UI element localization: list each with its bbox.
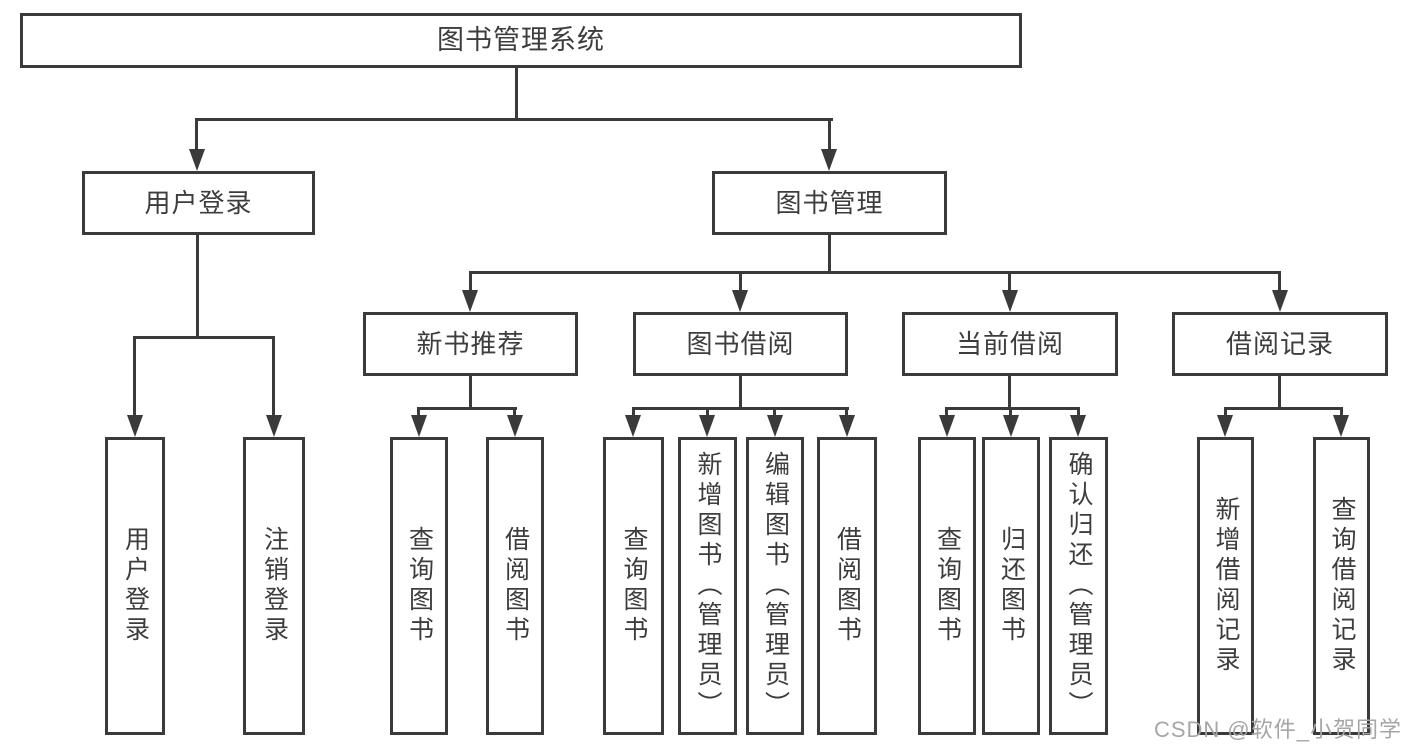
- leaf-br-add-borrow-record: 新增借阅记录: [1197, 437, 1254, 735]
- leaf-bb-edit-book-admin: 编辑图书（管理员）: [746, 437, 804, 735]
- leaf-nbr-borrow-books: 借阅图书: [486, 437, 544, 735]
- connector-root-trunk: [515, 68, 518, 118]
- connector-user-login-fork: [133, 336, 275, 339]
- connector-book-borrowing-fork: [632, 407, 849, 410]
- leaf-cb-confirm-return-admin: 确认归还（管理员）: [1049, 437, 1108, 735]
- connector-stem-new-book-recommend: [469, 274, 472, 290]
- arrowhead-to-leaf-user-login: [127, 415, 143, 437]
- arrowhead-to-book-borrowing: [732, 290, 748, 312]
- connector-book-management-trunk: [828, 235, 831, 271]
- arrowhead-to-new-book-recommend: [462, 290, 478, 312]
- connector-stem-bb-add-book: [706, 410, 709, 415]
- leaf-br-query-borrow-record: 查询借阅记录: [1313, 437, 1370, 735]
- arrowhead-to-bb-borrow-books: [839, 415, 855, 437]
- arrowhead-to-cb-return-books: [1003, 415, 1019, 437]
- arrowhead-to-current-borrowing: [1002, 290, 1018, 312]
- connector-stem-bb-borrow-books: [845, 410, 848, 415]
- arrowhead-to-nbr-borrow-books: [507, 415, 523, 437]
- node-new-book-recommend: 新书推荐: [363, 312, 578, 376]
- arrowhead-to-book-management: [821, 149, 837, 171]
- connector-book-borrowing-trunk: [739, 376, 742, 407]
- arrowhead-to-nbr-query-books: [411, 415, 427, 437]
- leaf-cb-return-books: 归还图书: [982, 437, 1040, 735]
- connector-root-fork: [195, 118, 833, 121]
- connector-stem-leaf-user-login: [133, 339, 136, 415]
- connector-stem-current-borrowing: [1008, 274, 1011, 290]
- connector-stem-nbr-query-books: [417, 410, 420, 415]
- connector-stem-book-management: [828, 121, 831, 149]
- connector-current-borrowing-trunk: [1008, 376, 1011, 407]
- arrowhead-to-user-login: [189, 149, 205, 171]
- connector-stem-leaf-logout: [272, 339, 275, 415]
- leaf-nbr-query-books: 查询图书: [390, 437, 448, 735]
- arrowhead-to-cb-confirm-return: [1070, 415, 1086, 437]
- connector-stem-br-query-record: [1340, 410, 1343, 415]
- connector-stem-user-login: [195, 121, 198, 149]
- arrowhead-to-borrowing-records: [1272, 290, 1288, 312]
- connector-book-management-fork: [469, 271, 1281, 274]
- leaf-bb-borrow-books: 借阅图书: [817, 437, 877, 735]
- arrowhead-to-cb-query-books: [939, 415, 955, 437]
- arrowhead-to-leaf-logout: [266, 415, 282, 437]
- connector-stem-bb-edit-book: [773, 410, 776, 415]
- arrowhead-to-br-add-record: [1217, 415, 1233, 437]
- arrowhead-to-bb-edit-book: [767, 415, 783, 437]
- connector-new-book-recommend-fork: [417, 407, 517, 410]
- leaf-bb-query-books: 查询图书: [603, 437, 664, 735]
- leaf-user-login: 用户登录: [105, 437, 165, 735]
- leaf-cb-query-books: 查询图书: [918, 437, 976, 735]
- connector-stem-bb-query-books: [632, 410, 635, 415]
- connector-stem-br-add-record: [1224, 410, 1227, 415]
- connector-user-login-trunk: [196, 235, 199, 336]
- connector-stem-cb-query-books: [945, 410, 948, 415]
- leaf-logout-login: 注销登录: [243, 437, 305, 735]
- connector-current-borrowing-fork: [945, 407, 1080, 410]
- node-user-login: 用户登录: [82, 171, 315, 235]
- connector-new-book-recommend-trunk: [469, 376, 472, 407]
- arrowhead-to-br-query-record: [1333, 415, 1349, 437]
- node-book-borrowing: 图书借阅: [633, 312, 848, 376]
- connector-stem-cb-return-books: [1009, 410, 1012, 415]
- connector-stem-borrowing-records: [1278, 274, 1281, 290]
- node-current-borrowing: 当前借阅: [902, 312, 1118, 376]
- arrowhead-to-bb-add-book: [699, 415, 715, 437]
- node-library-management-system: 图书管理系统: [20, 13, 1022, 68]
- arrowhead-to-bb-query-books: [625, 415, 641, 437]
- connector-stem-nbr-borrow-books: [513, 410, 516, 415]
- connector-stem-cb-confirm-return: [1077, 410, 1080, 415]
- node-borrowing-records: 借阅记录: [1172, 312, 1388, 376]
- node-book-management: 图书管理: [712, 171, 947, 235]
- connector-borrowing-records-trunk: [1278, 376, 1281, 407]
- connector-borrowing-records-fork: [1224, 407, 1343, 410]
- connector-stem-book-borrowing: [739, 274, 742, 290]
- csdn-watermark: CSDN @软件_小贺同学: [1153, 717, 1402, 742]
- leaf-bb-add-book-admin: 新增图书（管理员）: [678, 437, 737, 735]
